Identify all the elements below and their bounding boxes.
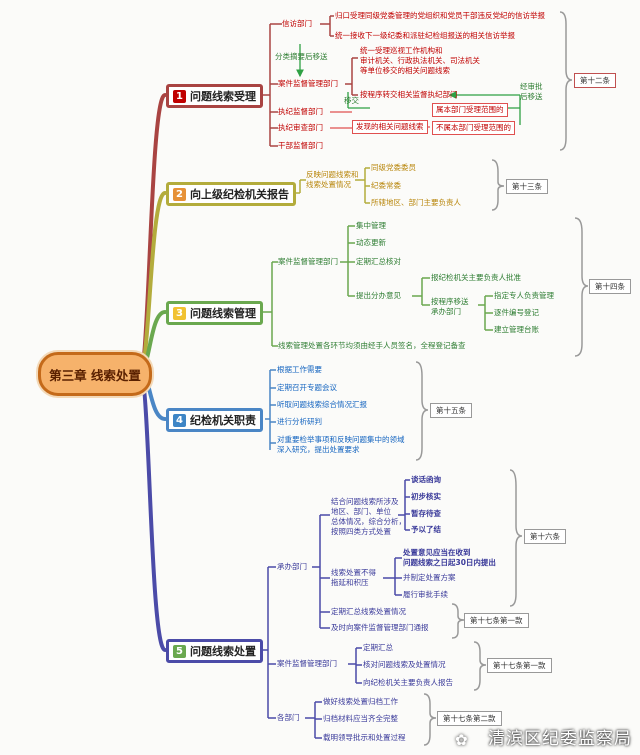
b3-s2c: 建立管理台账 [494,325,539,334]
b5-lvxing: 履行审批手续 [403,590,448,599]
b1-faxian: 发现的相关问题线索 [352,120,428,134]
b3-i1: 集中管理 [356,221,386,230]
b5-article-16: 第十六条 [524,529,566,544]
b4-i4: 进行分析研判 [277,417,322,426]
b5-g2: 归档材料应当齐全完整 [323,714,398,723]
b5-anjian: 案件监督管理部门 [277,659,337,668]
b5-m1: 谈话函询 [411,475,441,484]
branch-5-label: 问题线索处置 [190,645,256,658]
b5-a2: 核对问题线索及处置情况 [363,660,446,669]
b1-yiji: 移交 [344,96,359,105]
b3-s2b: 逐件编号登记 [494,308,539,317]
b5-a3: 向纪检机关主要负责人报告 [363,678,453,687]
root-node: 第三章 线索处置 [38,352,152,396]
b1-aj2: 按程序转交相关监督执纪部门 [360,90,458,99]
b5-m2: 初步核实 [411,492,441,501]
b3-i3: 定期汇总核对 [356,257,401,266]
b3-s1: 报纪检机关主要负责人批准 [431,273,521,282]
wechat-icon: ✿ [455,731,468,749]
branch-1-label: 问题线索受理 [190,90,256,103]
b4-article-tag: 第十五条 [430,403,472,418]
b1-fenlei: 分类摘要后移送 [275,52,328,61]
b5-m3: 暂存待查 [411,509,441,518]
b1-shuyu: 属本部门受理范围的 [432,103,508,117]
b1-anjian: 案件监督管理部门 [278,79,338,88]
b1-zhixing: 执纪监督部门 [278,107,323,116]
b5-budeyan: 线索处置不得 拖延和积压 [331,568,376,587]
b3-i4: 提出分办意见 [356,291,401,300]
b4-i5: 对重要检举事项和反映问题集中的领域 深入研究，提出处置要求 [277,435,405,454]
b3-s2: 按程序移送 承办部门 [431,297,469,316]
b3-article-tag: 第十四条 [589,279,631,294]
b5-zonghe: 结合问题线索所涉及 地区、部门、单位 总体情况，综合分析， 按照四类方式处置 [331,497,406,536]
b2-o1: 同级党委委员 [371,163,416,172]
link-root-b5 [138,369,167,652]
branch-3-num: 3 [173,306,186,320]
b5-yijian: 处置意见应当在收到 问题线索之日起30日内提出 [403,548,496,567]
branch-4: 4 纪检机关职责 [166,408,263,432]
branch-4-num: 4 [173,413,186,427]
branch-1: 1 问题线索受理 [166,84,263,108]
b2-article-tag: 第十三条 [506,179,548,194]
b3-s2a: 指定专人负责管理 [494,291,554,300]
branch-2-label: 向上级纪检机关报告 [190,188,289,201]
b1-zhiqing: 经审批 后移送 [520,82,543,101]
branch-3: 3 问题线索管理 [166,301,263,325]
root-label: 第三章 线索处置 [49,367,141,383]
b5-chengban: 承办部门 [277,562,307,571]
b2-t1: 反映问题线索和 线索处置情况 [306,170,359,189]
b5-jishi: 及时向案件监督管理部门通报 [331,623,429,632]
b3-i2: 动态更新 [356,238,386,247]
branch-4-label: 纪检机关职责 [190,414,256,427]
b1-bushu: 不属本部门受理范围的 [432,121,515,135]
b5-zhiding: 并制定处置方案 [403,573,456,582]
b1-aj1: 统一受理巡视工作机构和 审计机关、行政执法机关、司法机关 等单位移交的相关问题线… [360,46,480,75]
branch-2: 2 向上级纪检机关报告 [166,182,296,206]
b1-xf2: 统一接收下一级纪委和派驻纪检组报送的相关信访举报 [335,31,515,40]
b1-ganbu: 干部监督部门 [278,141,323,150]
b1-xinfang: 信访部门 [282,19,312,28]
b2-o2: 纪委常委 [371,181,401,190]
branch-5-num: 5 [173,644,186,658]
b1-shencha: 执纪审查部门 [278,123,323,132]
branch-3-label: 问题线索管理 [190,307,256,320]
b1-xf1: 归口受理同级党委管理的党组织和党员干部违反党纪的信访举报 [335,11,545,20]
b3-anjian: 案件监督管理部门 [278,257,338,266]
b5-a1: 定期汇总 [363,643,393,652]
branch-1-num: 1 [173,89,186,103]
b5-article-17b: 第十七条第一款 [487,658,552,673]
b5-dingqi: 定期汇总线索处置情况 [331,607,406,616]
branch-2-num: 2 [173,187,186,201]
b5-article-17a: 第十七条第一款 [464,613,529,628]
b5-m4: 予以了结 [411,525,441,534]
b5-article-17c: 第十七条第二款 [437,711,502,726]
branch-5: 5 问题线索处置 [166,639,263,663]
b4-i1: 根据工作需要 [277,365,322,374]
watermark: 清滨区纪委监察局 [488,729,632,749]
b5-gebu: 各部门 [277,713,300,722]
b4-i3: 听取问题线索综合情况汇报 [277,400,367,409]
b4-i2: 定期召开专题会议 [277,383,337,392]
b5-g1: 做好线索处置归档工作 [323,697,398,706]
b5-g3: 载明领导批示和处置过程 [323,733,406,742]
b3-all: 线索管理处置各环节均须由经手人员签名，全程登记备查 [278,341,466,350]
b1-article-tag: 第十二条 [574,73,616,88]
b2-o3: 所辖地区、部门主要负责人 [371,198,461,207]
